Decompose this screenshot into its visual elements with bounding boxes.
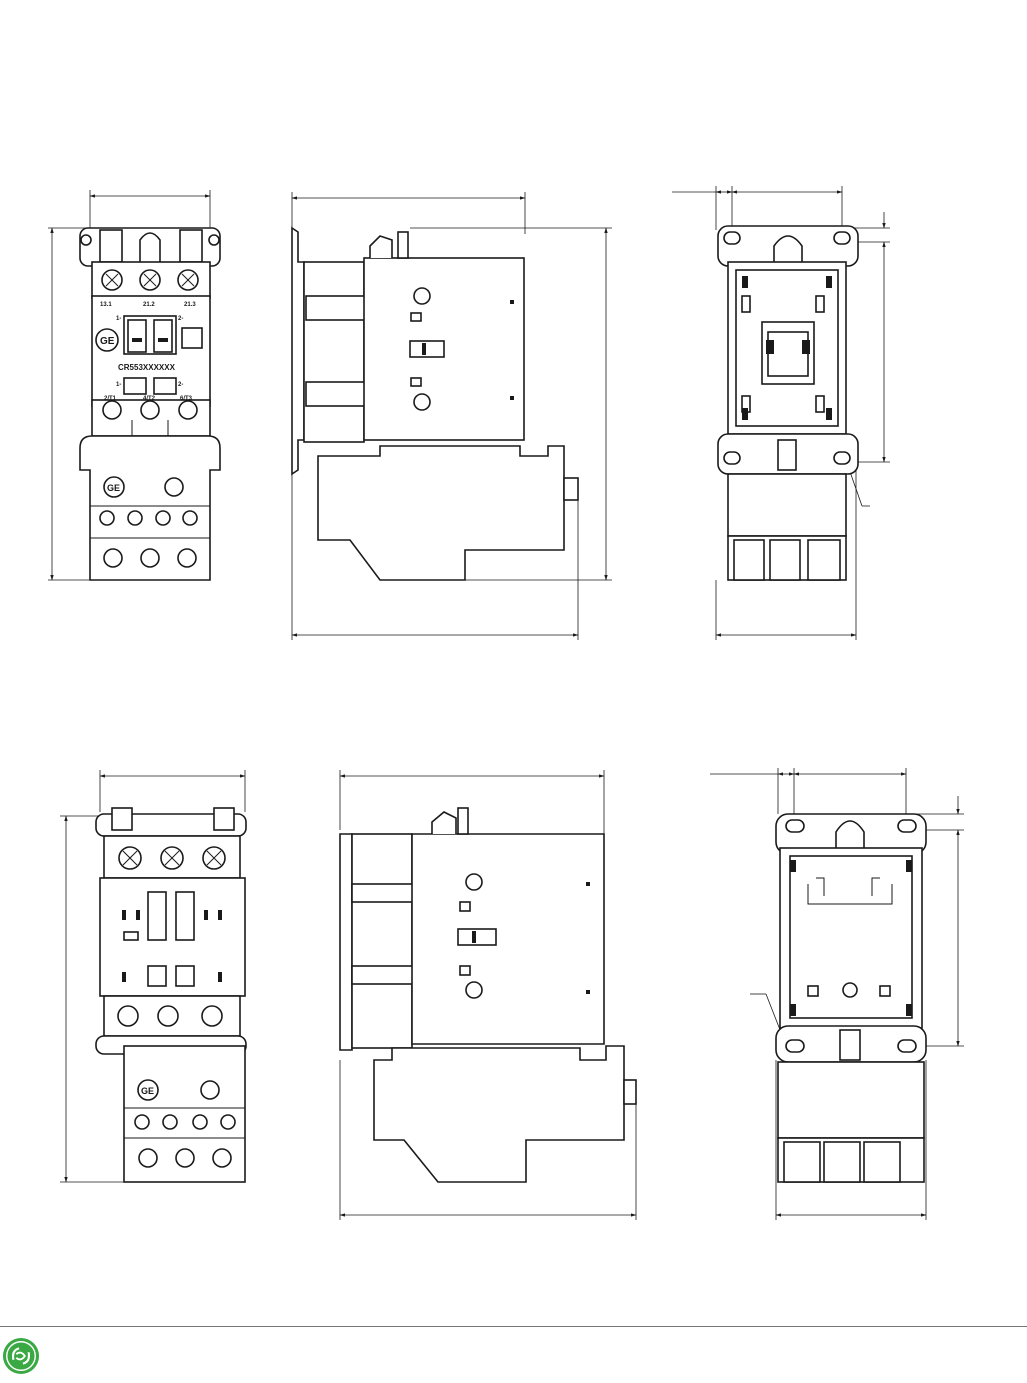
lower-back-view — [710, 768, 964, 1220]
lower-side-view — [339, 770, 637, 1220]
terminal-label-4t2: 4/T2 — [143, 396, 156, 402]
svg-text:GE: GE — [107, 483, 120, 493]
ge-logo-icon: GE — [103, 476, 125, 498]
terminal-label-6t3: 6/T3 — [180, 396, 193, 402]
terminal-label-2-bottom: 2- — [178, 382, 183, 388]
upper-back-view — [672, 186, 890, 640]
catalog-number: CR553XXXXXX — [118, 363, 176, 372]
lower-front-view: GE — [60, 770, 247, 1183]
ge-logo-icon: GE — [137, 1079, 159, 1101]
terminal-label-1-top: 1- — [116, 316, 121, 322]
terminal-label-21-3: 21.3 — [184, 302, 196, 308]
svg-text:GE: GE — [100, 336, 115, 347]
terminal-label-13-1: 13.1 — [100, 302, 112, 308]
terminal-label-2t1: 2/T1 — [104, 396, 117, 402]
terminal-label-1-bottom: 1- — [116, 382, 121, 388]
upper-front-view: 13.1 21.2 21.3 1- 2- GE CR553XXXXXX 1- 2… — [48, 190, 221, 581]
terminal-label-21-2: 21.2 — [143, 302, 155, 308]
upper-side-view — [291, 192, 612, 640]
svg-text:GE: GE — [141, 1086, 154, 1096]
footer-rule — [0, 1326, 1027, 1327]
ge-logo-icon: GE — [95, 328, 119, 352]
terminal-label-2-top: 2- — [178, 316, 183, 322]
ge-logo-icon — [2, 1337, 40, 1375]
